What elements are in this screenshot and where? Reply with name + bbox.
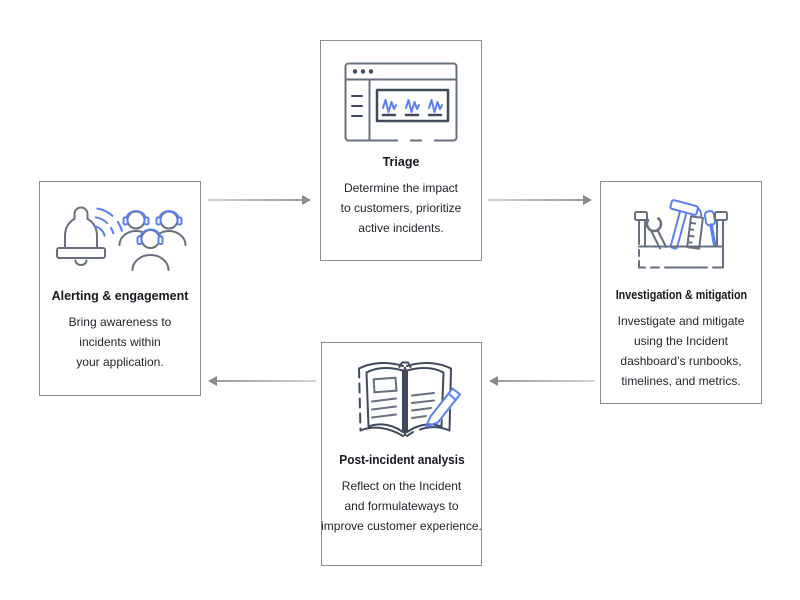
node-title: Triage bbox=[382, 155, 420, 169]
node-title: Alerting & engagement bbox=[51, 289, 189, 303]
description-line: incidents within bbox=[79, 335, 161, 349]
node-description: Determine the impact to customers, prior… bbox=[341, 178, 462, 238]
description-line: dashboard’s runbooks, bbox=[620, 354, 742, 368]
arrowhead-right-icon bbox=[583, 195, 592, 205]
arrow-investigation-to-postincident bbox=[489, 376, 595, 386]
arrow-alerting-to-triage bbox=[208, 195, 311, 205]
node-description: Bring awareness to incidents within your… bbox=[69, 312, 172, 372]
toolbox-icon bbox=[633, 197, 729, 273]
node-post-incident-analysis: Post-incident analysis Reflect on the In… bbox=[321, 342, 482, 566]
node-investigation-mitigation: Investigation & mitigation Investigate a… bbox=[600, 181, 762, 404]
arrow-postincident-to-alerting bbox=[208, 376, 316, 386]
description-line: your application. bbox=[76, 355, 164, 369]
description-line: Determine the impact bbox=[343, 181, 459, 195]
description-line: Reflect on the Incident bbox=[341, 479, 462, 493]
description-line: active incidents. bbox=[358, 221, 444, 235]
bell-and-team-icon bbox=[52, 197, 188, 275]
notebook-pencil-icon bbox=[341, 358, 469, 446]
arrowhead-left-icon bbox=[208, 376, 217, 386]
arrowhead-left-icon bbox=[489, 376, 498, 386]
arrow-shaft bbox=[216, 380, 316, 382]
node-alerting-engagement: Alerting & engagement Bring awareness to… bbox=[39, 181, 201, 396]
arrow-shaft bbox=[488, 199, 584, 201]
arrowhead-right-icon bbox=[302, 195, 311, 205]
arrow-triage-to-investigation bbox=[488, 195, 592, 205]
arrow-shaft bbox=[208, 199, 303, 201]
node-title: Post-incident analysis bbox=[338, 453, 465, 467]
description-line: Investigate and mitigate bbox=[617, 314, 745, 328]
description-line: to customers, prioritize bbox=[340, 201, 462, 215]
node-title: Investigation & mitigation bbox=[615, 288, 747, 302]
description-line: improve customer experience. bbox=[321, 519, 482, 533]
node-description: Investigate and mitigate using the Incid… bbox=[618, 311, 745, 391]
node-description: Reflect on the Incident and formulateway… bbox=[321, 476, 482, 536]
description-line: timelines, and metrics. bbox=[621, 374, 741, 388]
arrow-shaft bbox=[497, 380, 595, 382]
node-triage: Triage Determine the impact to customers… bbox=[320, 40, 482, 261]
dashboard-window-icon bbox=[344, 62, 458, 142]
description-line: using the Incident bbox=[633, 334, 729, 348]
description-line: Bring awareness to bbox=[68, 315, 172, 329]
description-line: and formulateways to bbox=[344, 499, 459, 513]
